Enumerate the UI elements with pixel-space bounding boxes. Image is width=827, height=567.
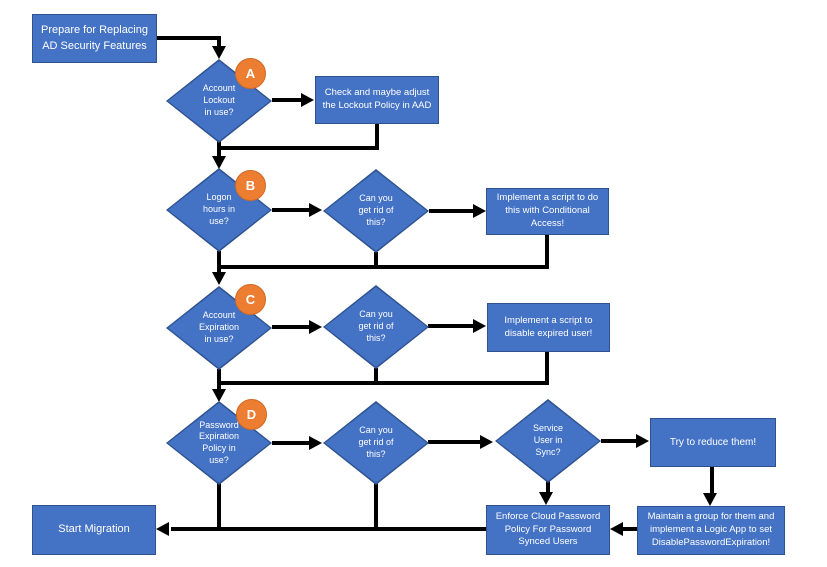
decision-logon-hours-label: Logon hours in use? — [202, 192, 236, 226]
badge-b-label: B — [245, 178, 256, 193]
decision-password-expiration: Password Expiration Policy in use? — [166, 401, 272, 485]
decision-can-get-rid-d: Can you get rid of this? — [323, 401, 429, 485]
connector-b-to-canyou — [272, 208, 309, 212]
arrowhead-into-enforce-cloud-right — [610, 522, 623, 536]
arrowhead-into-account-expiration — [212, 272, 226, 285]
connector-service-down — [546, 480, 550, 493]
connector-b-to-c — [217, 251, 221, 272]
decision-password-expiration-label: Password Expiration Policy in use? — [198, 419, 240, 465]
decision-service-user-sync-label: Service User in Sync? — [532, 423, 563, 457]
arrowhead-into-disable-expired — [473, 319, 486, 333]
arrowhead-into-canyou-d — [309, 436, 322, 450]
connector-canyou-to-ca — [429, 209, 473, 213]
node-disable-expired-script-label: Implement a script to disable expired us… — [504, 314, 593, 339]
node-maintain-group: Maintain a group for them and implement … — [637, 506, 785, 555]
arrowhead-into-check-box — [301, 93, 314, 107]
decision-can-get-rid-c-label: Can you get rid of this? — [358, 309, 394, 343]
connector-prepare-v — [217, 36, 221, 47]
arrowhead-into-enforce-cloud — [539, 492, 553, 505]
connector-check-down — [375, 124, 379, 150]
connector-canyou-to-service — [428, 440, 480, 444]
connector-ca-left — [219, 265, 549, 269]
node-try-reduce-label: Try to reduce them! — [669, 436, 757, 448]
badge-a: A — [235, 58, 266, 89]
badge-c-label: C — [245, 292, 256, 307]
node-try-reduce: Try to reduce them! — [650, 418, 776, 467]
decision-account-expiration: Account Expiration in use? — [166, 286, 272, 370]
connector-bottom-long — [171, 527, 486, 531]
connector-service-to-try — [601, 439, 636, 443]
arrowhead-into-start-migration — [156, 522, 169, 536]
node-prepare-label: Prepare for Replacing AD Security Featur… — [40, 24, 148, 52]
connector-canyou-to-de — [428, 324, 473, 328]
arrowhead-into-account-lockout — [212, 46, 226, 59]
node-maintain-group-label: Maintain a group for them and implement … — [647, 511, 775, 548]
arrowhead-into-canyou-b — [309, 203, 322, 217]
arrowhead-into-service-user — [480, 435, 493, 449]
connector-canyou-b-down — [374, 252, 378, 269]
decision-can-get-rid-b: Can you get rid of this? — [323, 169, 429, 253]
badge-d: D — [236, 399, 267, 430]
node-prepare: Prepare for Replacing AD Security Featur… — [32, 14, 157, 63]
node-start-migration: Start Migration — [32, 505, 156, 555]
node-enforce-cloud-policy: Enforce Cloud Password Policy For Passwo… — [486, 505, 610, 555]
decision-account-expiration-label: Account Expiration in use? — [198, 310, 240, 344]
connector-c-to-canyou — [272, 325, 309, 329]
node-disable-expired-script: Implement a script to disable expired us… — [487, 303, 610, 352]
node-start-migration-label: Start Migration — [58, 523, 130, 536]
arrowhead-into-maintain-group — [703, 493, 717, 506]
connector-canyou-d-bottom-down — [374, 483, 378, 531]
arrowhead-into-try-reduce — [636, 434, 649, 448]
decision-can-get-rid-c: Can you get rid of this? — [323, 285, 429, 369]
node-enforce-cloud-policy-label: Enforce Cloud Password Policy For Passwo… — [495, 510, 601, 548]
decision-account-lockout-label: Account Lockout in use? — [202, 83, 236, 117]
connector-d-bottom-down — [217, 483, 221, 531]
decision-service-user-sync: Service User in Sync? — [495, 399, 601, 483]
connector-d-to-canyou — [272, 441, 309, 445]
connector-check-left — [219, 146, 379, 150]
connector-de-down — [545, 352, 549, 385]
connector-canyou-c-down — [374, 368, 378, 385]
node-check-lockout-policy-label: Check and maybe adjust the Lockout Polic… — [322, 87, 432, 111]
connector-maintain-left — [623, 527, 638, 531]
connector-lockout-to-check — [272, 98, 302, 102]
connector-de-left — [219, 381, 549, 385]
connector-try-down — [710, 467, 714, 494]
connector-prepare-h — [157, 36, 221, 40]
arrowhead-into-conditional-access — [473, 204, 486, 218]
badge-a-label: A — [245, 66, 256, 81]
node-conditional-access-script-label: Implement a script to do this with Condi… — [496, 192, 599, 229]
connector-a-to-b — [217, 138, 221, 156]
connector-ca-down — [545, 235, 549, 269]
node-check-lockout-policy: Check and maybe adjust the Lockout Polic… — [315, 76, 439, 124]
node-conditional-access-script: Implement a script to do this with Condi… — [486, 188, 609, 235]
arrowhead-into-canyou-c — [309, 320, 322, 334]
arrowhead-into-password-expiration — [212, 389, 226, 402]
decision-can-get-rid-d-label: Can you get rid of this? — [358, 425, 394, 459]
badge-b: B — [235, 170, 266, 201]
arrowhead-into-logon-hours — [212, 156, 226, 169]
badge-d-label: D — [246, 407, 257, 422]
connector-c-to-d — [217, 369, 221, 389]
badge-c: C — [235, 284, 266, 315]
decision-can-get-rid-b-label: Can you get rid of this? — [358, 193, 394, 227]
